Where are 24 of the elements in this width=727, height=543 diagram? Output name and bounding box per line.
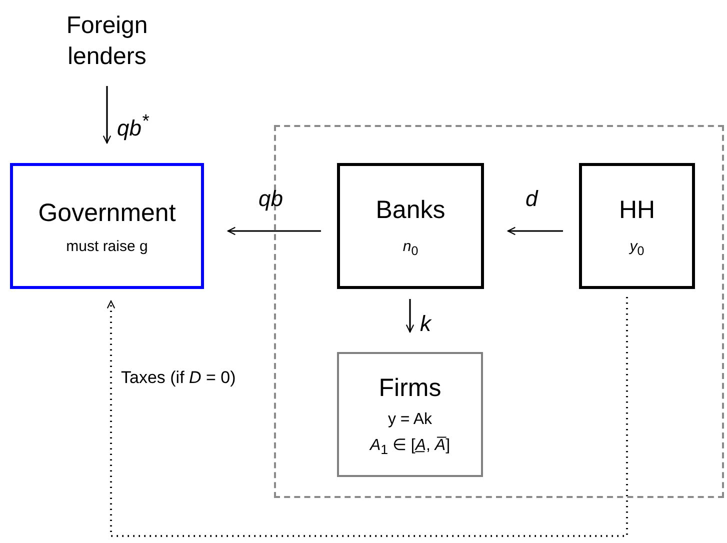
- node-subtext: A$_{1}$ ∈ [A̲, A̅]: [370, 436, 450, 457]
- node-title: Banks: [376, 194, 446, 226]
- edge-label: qb: [258, 186, 283, 212]
- edge-label: qb$^{*}$: [117, 110, 149, 141]
- process-box: [10, 163, 204, 289]
- arrow: [227, 226, 321, 236]
- node-subtext: y = Ak: [388, 410, 432, 429]
- node-text: Foreign lenders: [65, 10, 149, 72]
- arrow: [507, 226, 563, 236]
- node-title: HH: [618, 194, 656, 226]
- node-title: Firms: [378, 373, 442, 404]
- process-box: [337, 163, 484, 289]
- dotted-arrow: [106, 297, 628, 537]
- node-subtext: y$_{0}$: [630, 238, 644, 258]
- node-subtext: n$_{0}$: [402, 238, 418, 258]
- edge-label: Taxes (if D = 0): [121, 367, 237, 389]
- node-subtext: must raise g: [66, 238, 148, 255]
- process-box: [579, 163, 695, 289]
- edge-label: d: [526, 186, 538, 212]
- node-title: Government: [38, 198, 176, 230]
- arrow: [102, 86, 112, 144]
- process-box: [337, 352, 483, 477]
- edge-label: k: [420, 310, 431, 336]
- arrow: [406, 299, 414, 333]
